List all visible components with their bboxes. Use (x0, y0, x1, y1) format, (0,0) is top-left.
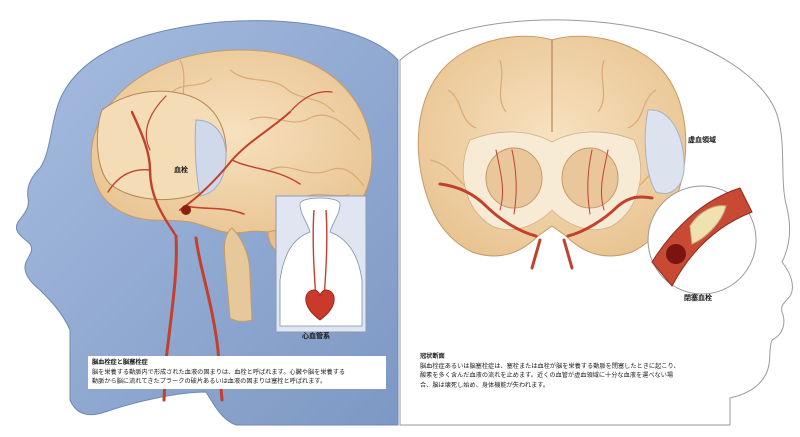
ischemic-region (644, 109, 685, 194)
basal-ganglia-left (485, 147, 543, 209)
heart-label: 心血管系 (302, 332, 330, 340)
right-caption: 冠状断面 脳血栓症あるいは脳塞栓症は、塞栓または血栓が脳を栄養する動脈を閉塞した… (416, 350, 724, 392)
arteries-left (107, 91, 333, 402)
basal-ganglia-right (561, 147, 619, 209)
plaque (689, 205, 727, 245)
right-caption-line: 合、脳は壊死し始め、身体機能が失われます。 (420, 381, 550, 389)
right-caption-line: 酸素を多く含んだ血液の流れを止めます。近くの血管が虚血領域に十分な血液を運べない… (420, 372, 674, 380)
clot (666, 244, 686, 264)
left-caption: 脳血栓症と脳塞栓症 脳を栄養する動脈内で形成された血液の固まりは、血栓と呼ばれま… (88, 356, 386, 389)
thrombus-marker (181, 205, 191, 215)
right-caption-title: 冠状断面 (420, 353, 445, 360)
occlusive-thrombus-label: 閉塞血栓 (684, 294, 712, 302)
brain-stem (223, 227, 253, 322)
inset-body-outline (279, 197, 363, 327)
left-caption-line: 動脈から脳に流れてきたプラークの破片あるいは血液の固まりは塞栓と呼ばれます。 (92, 378, 327, 386)
ischemic-area-label: 虚血領域 (688, 136, 716, 144)
left-caption-line: 脳を栄養する動脈内で形成された血液の固まりは、血栓と呼ばれます。心臓や脳を栄養す… (92, 368, 346, 376)
arteries-right (438, 149, 654, 270)
heart-icon (305, 289, 335, 321)
thrombus-label: 血栓 (174, 166, 188, 174)
right-caption-line: 脳血栓症あるいは脳塞栓症は、塞栓または血栓が脳を栄養する動脈を閉塞したときに起こ… (420, 362, 680, 370)
left-caption-title: 脳血栓症と脳塞栓症 (92, 359, 148, 366)
